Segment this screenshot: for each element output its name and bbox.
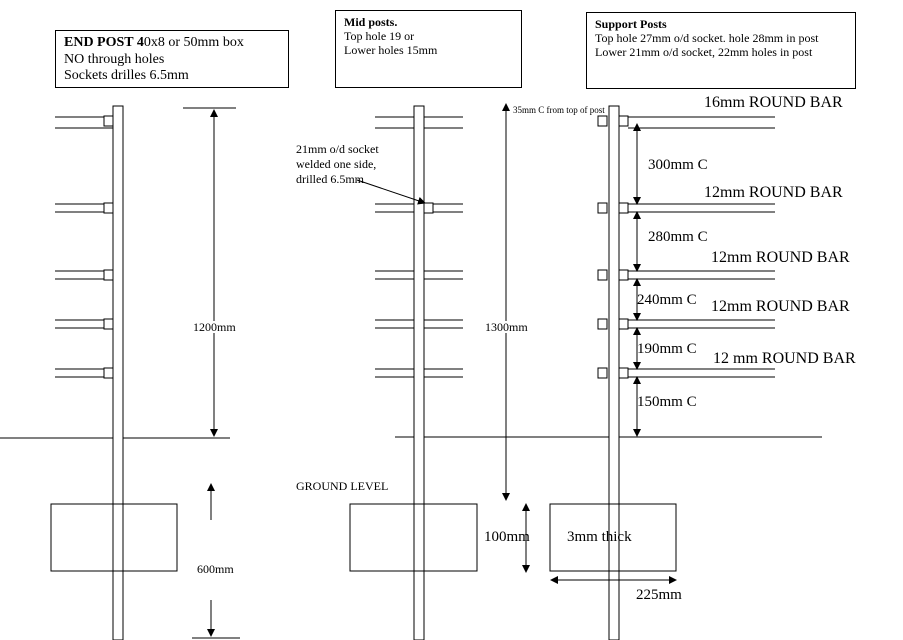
spacing-label: 300mm C (648, 157, 708, 173)
end-post-box-line2: NO through holes (64, 51, 165, 67)
mid-post-box-line2: Top hole 19 or (344, 29, 415, 44)
socket-leader (356, 179, 426, 205)
end-post-box-title: END POST 40x8 or 50mm box (64, 35, 244, 50)
mid-post-box-line3: Lower holes 15mm (344, 43, 438, 58)
dim-100-label: 100mm (484, 529, 530, 545)
support-post-box-line3: Lower 21mm o/d socket, 22mm holes in pos… (595, 45, 813, 60)
mid-post-rails (375, 116, 463, 378)
dim-1300-label: 1300mm (485, 320, 528, 334)
socket-note-line3: drilled 6.5mm (296, 172, 364, 186)
mid-post-socket (423, 202, 434, 214)
mid-post (349, 105, 478, 640)
support-post-base-plate (549, 503, 677, 572)
bar-label: 12 mm ROUND BAR (713, 350, 856, 367)
bar-label: 12mm ROUND BAR (704, 184, 843, 201)
spacing-label: 280mm C (648, 229, 708, 245)
support-post-box: Support Posts Top hole 27mm o/d socket. … (586, 12, 856, 89)
end-post-sockets (103, 115, 114, 379)
spacing-label: 240mm C (637, 292, 697, 308)
support-post-box-title: Support Posts (595, 17, 667, 31)
socket-note-line1: 21mm o/d socket (296, 142, 379, 156)
end-post-base-plate (50, 503, 178, 572)
spacing-label: 150mm C (637, 394, 697, 410)
end-post-box-line3: Sockets drilles 6.5mm (64, 68, 189, 84)
end-post (50, 105, 178, 640)
thickness-label: 3mm thick (567, 529, 632, 545)
support-post-box-line2: Top hole 27mm o/d socket. hole 28mm in p… (595, 31, 819, 46)
support-post (549, 105, 775, 640)
bar-label: 12mm ROUND BAR (711, 298, 850, 315)
bar-label: 12mm ROUND BAR (711, 249, 850, 266)
end-post-box: END POST 40x8 or 50mm box NO through hol… (55, 30, 289, 88)
spacing-label: 190mm C (637, 341, 697, 357)
dim-1200-label: 1200mm (193, 320, 236, 334)
top-note-label: 35mm C from top of post (513, 105, 605, 115)
support-post-sockets (597, 115, 629, 379)
mid-post-box: Mid posts. Top hole 19 or Lower holes 15… (335, 10, 522, 88)
bar-label: 16mm ROUND BAR (704, 94, 843, 111)
dim-600-label: 600mm (197, 562, 234, 576)
support-post-bars (628, 116, 775, 378)
mid-post-box-title: Mid posts. (344, 15, 398, 29)
ground-level-label: GROUND LEVEL (296, 479, 389, 493)
dim-225-label: 225mm (636, 587, 682, 603)
socket-note-line2: welded one side, (296, 157, 377, 171)
end-post-rails (55, 116, 113, 378)
